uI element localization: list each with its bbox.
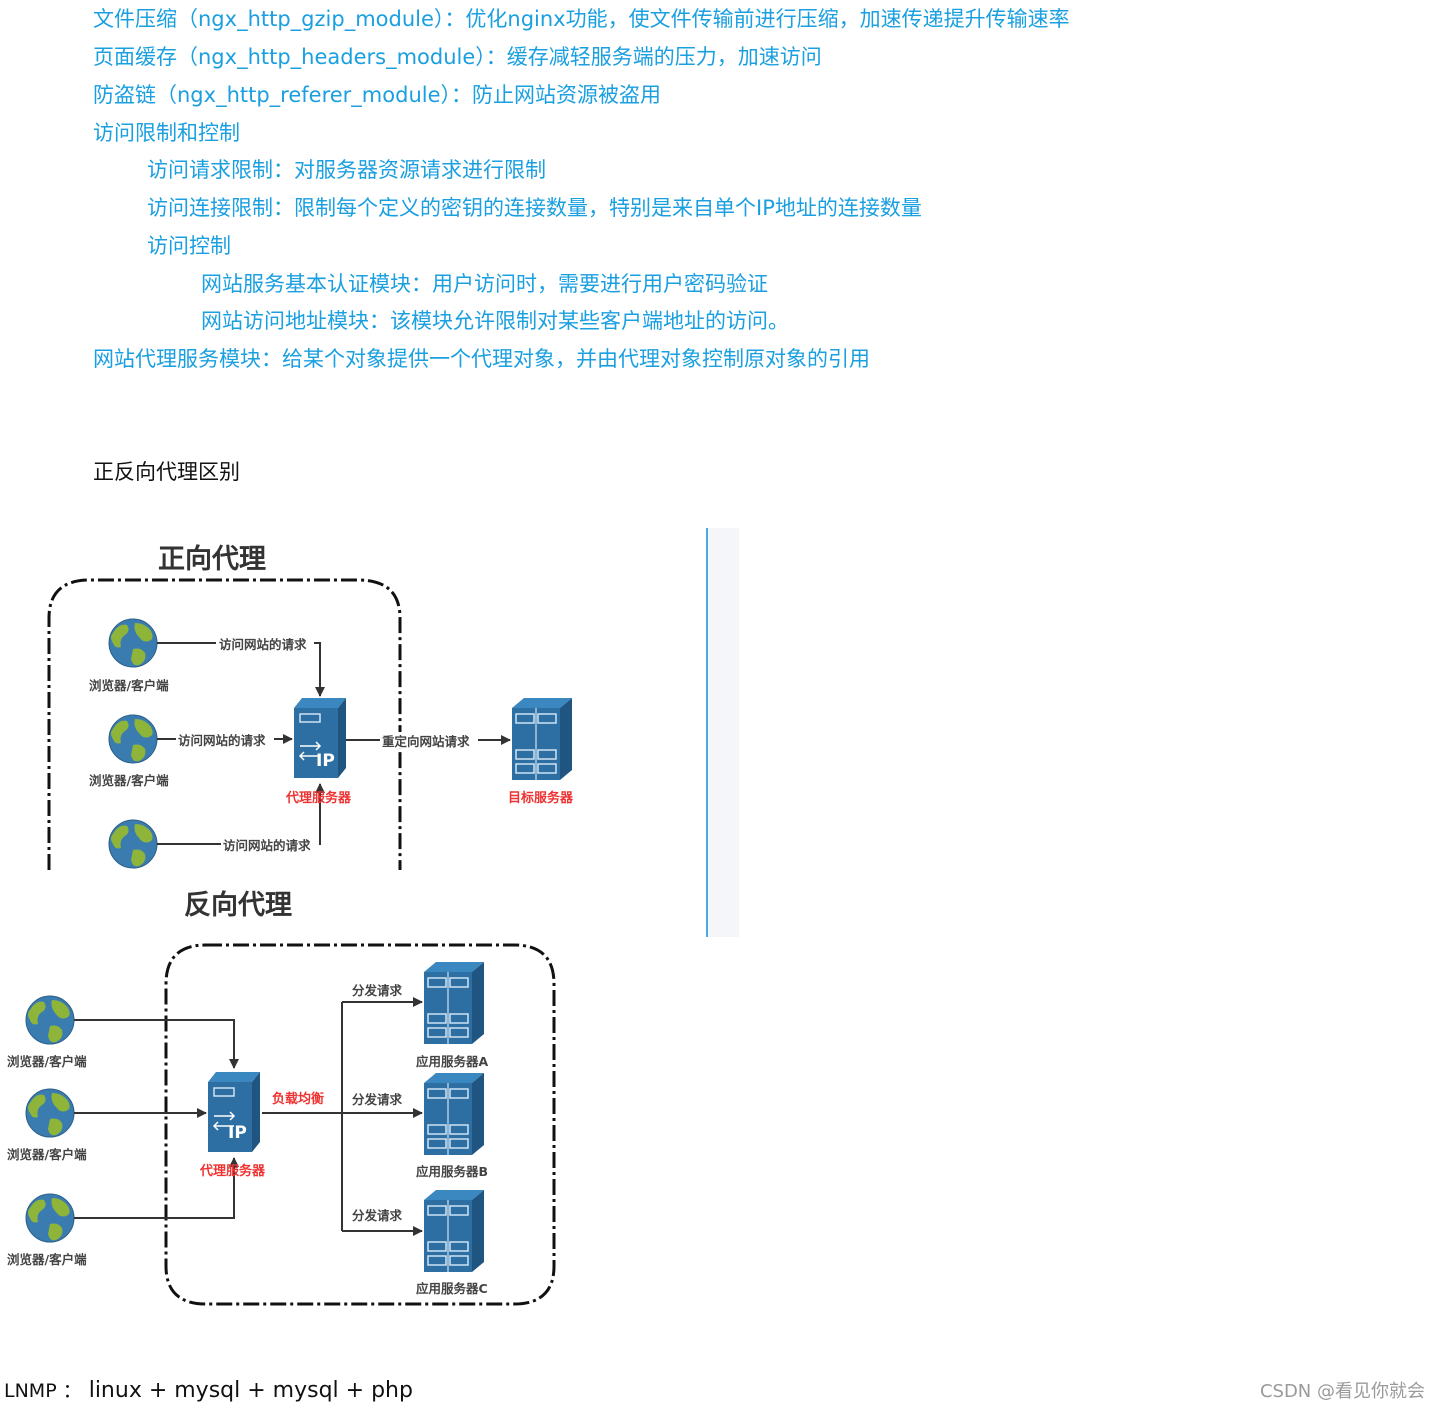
client-label: 浏览器/客户端 — [89, 773, 169, 788]
section-heading: 正反向代理区别 — [93, 460, 240, 484]
client-label: 浏览器/客户端 — [89, 678, 169, 693]
app-server-a-label: 应用服务器A — [416, 1054, 489, 1069]
text-access-control-heading: 访问限制和控制 — [93, 121, 240, 145]
load-balance-label: 负载均衡 — [272, 1091, 324, 1107]
target-server-label: 目标服务器 — [508, 790, 574, 806]
dispatch-label: 分发请求 — [352, 1208, 403, 1223]
lnmp-stack: linux + mysql + mysql + php — [88, 1378, 413, 1403]
proxy-server-label: 代理服务器 — [285, 790, 352, 806]
ip-text: IP — [228, 1123, 247, 1143]
app-server-a-icon — [423, 961, 485, 1045]
text-access-control: 访问控制 — [147, 234, 231, 258]
app-server-b-label: 应用服务器B — [416, 1164, 488, 1179]
text-referer-module: 防盗链（ngx_http_referer_module）：防止网站资源被盗用 — [93, 83, 662, 107]
dispatch-label: 分发请求 — [352, 983, 403, 998]
globe-icon — [108, 819, 158, 869]
client-label: 浏览器/客户端 — [7, 1252, 87, 1267]
redirect-label: 重定向网站请求 — [382, 734, 470, 749]
target-server-icon — [511, 697, 573, 781]
proxy-server-label: 代理服务器 — [199, 1163, 266, 1179]
globe-icon — [25, 1193, 75, 1243]
text-headers-module: 页面缓存（ngx_http_headers_module）：缓存减轻服务端的压力… — [93, 45, 822, 69]
text-request-limit: 访问请求限制：对服务器资源请求进行限制 — [147, 158, 546, 182]
lnmp-label: LNMP ： — [4, 1380, 82, 1402]
forward-proxy-title: 正向代理 — [158, 543, 266, 575]
reverse-proxy-title: 反向代理 — [184, 889, 292, 921]
text-gzip-module: 文件压缩（ngx_http_gzip_module）：优化nginx功能，使文件… — [93, 7, 1070, 31]
side-panel — [706, 528, 739, 937]
dispatch-label: 分发请求 — [352, 1092, 403, 1107]
globe-icon — [108, 714, 158, 764]
globe-icon — [25, 995, 75, 1045]
globe-icon — [108, 618, 158, 668]
text-address-module: 网站访问地址模块：该模块允许限制对某些客户端地址的访问。 — [201, 309, 789, 333]
request-label: 访问网站的请求 — [219, 637, 307, 652]
text-basic-auth: 网站服务基本认证模块：用户访问时，需要进行用户密码验证 — [201, 272, 768, 296]
app-server-c-icon — [423, 1189, 485, 1273]
text-proxy-module: 网站代理服务模块：给某个对象提供一个代理对象，并由代理对象控制原对象的引用 — [93, 347, 870, 371]
app-server-b-icon — [423, 1072, 485, 1156]
request-label: 访问网站的请求 — [223, 838, 311, 853]
app-server-c-label: 应用服务器C — [416, 1281, 488, 1296]
globe-icon — [25, 1088, 75, 1138]
proxy-server-icon: IP — [208, 1072, 260, 1152]
ip-text: IP — [316, 751, 335, 771]
client-label: 浏览器/客户端 — [7, 1054, 87, 1069]
lnmp-line: LNMP ： linux + mysql + mysql + php — [4, 1377, 413, 1405]
request-label: 访问网站的请求 — [178, 733, 266, 748]
proxy-server-icon: IP — [294, 698, 346, 778]
proxy-diagram: 正向代理 浏览器/客户端 浏览器/客户端 访问网站的请求 访问网站的请求 访问网… — [0, 543, 600, 1306]
text-connection-limit: 访问连接限制：限制每个定义的密钥的连接数量，特别是来自单个IP地址的连接数量 — [147, 196, 922, 220]
csdn-watermark: CSDN @看见你就会 — [1259, 1381, 1425, 1402]
client-label: 浏览器/客户端 — [7, 1147, 87, 1162]
